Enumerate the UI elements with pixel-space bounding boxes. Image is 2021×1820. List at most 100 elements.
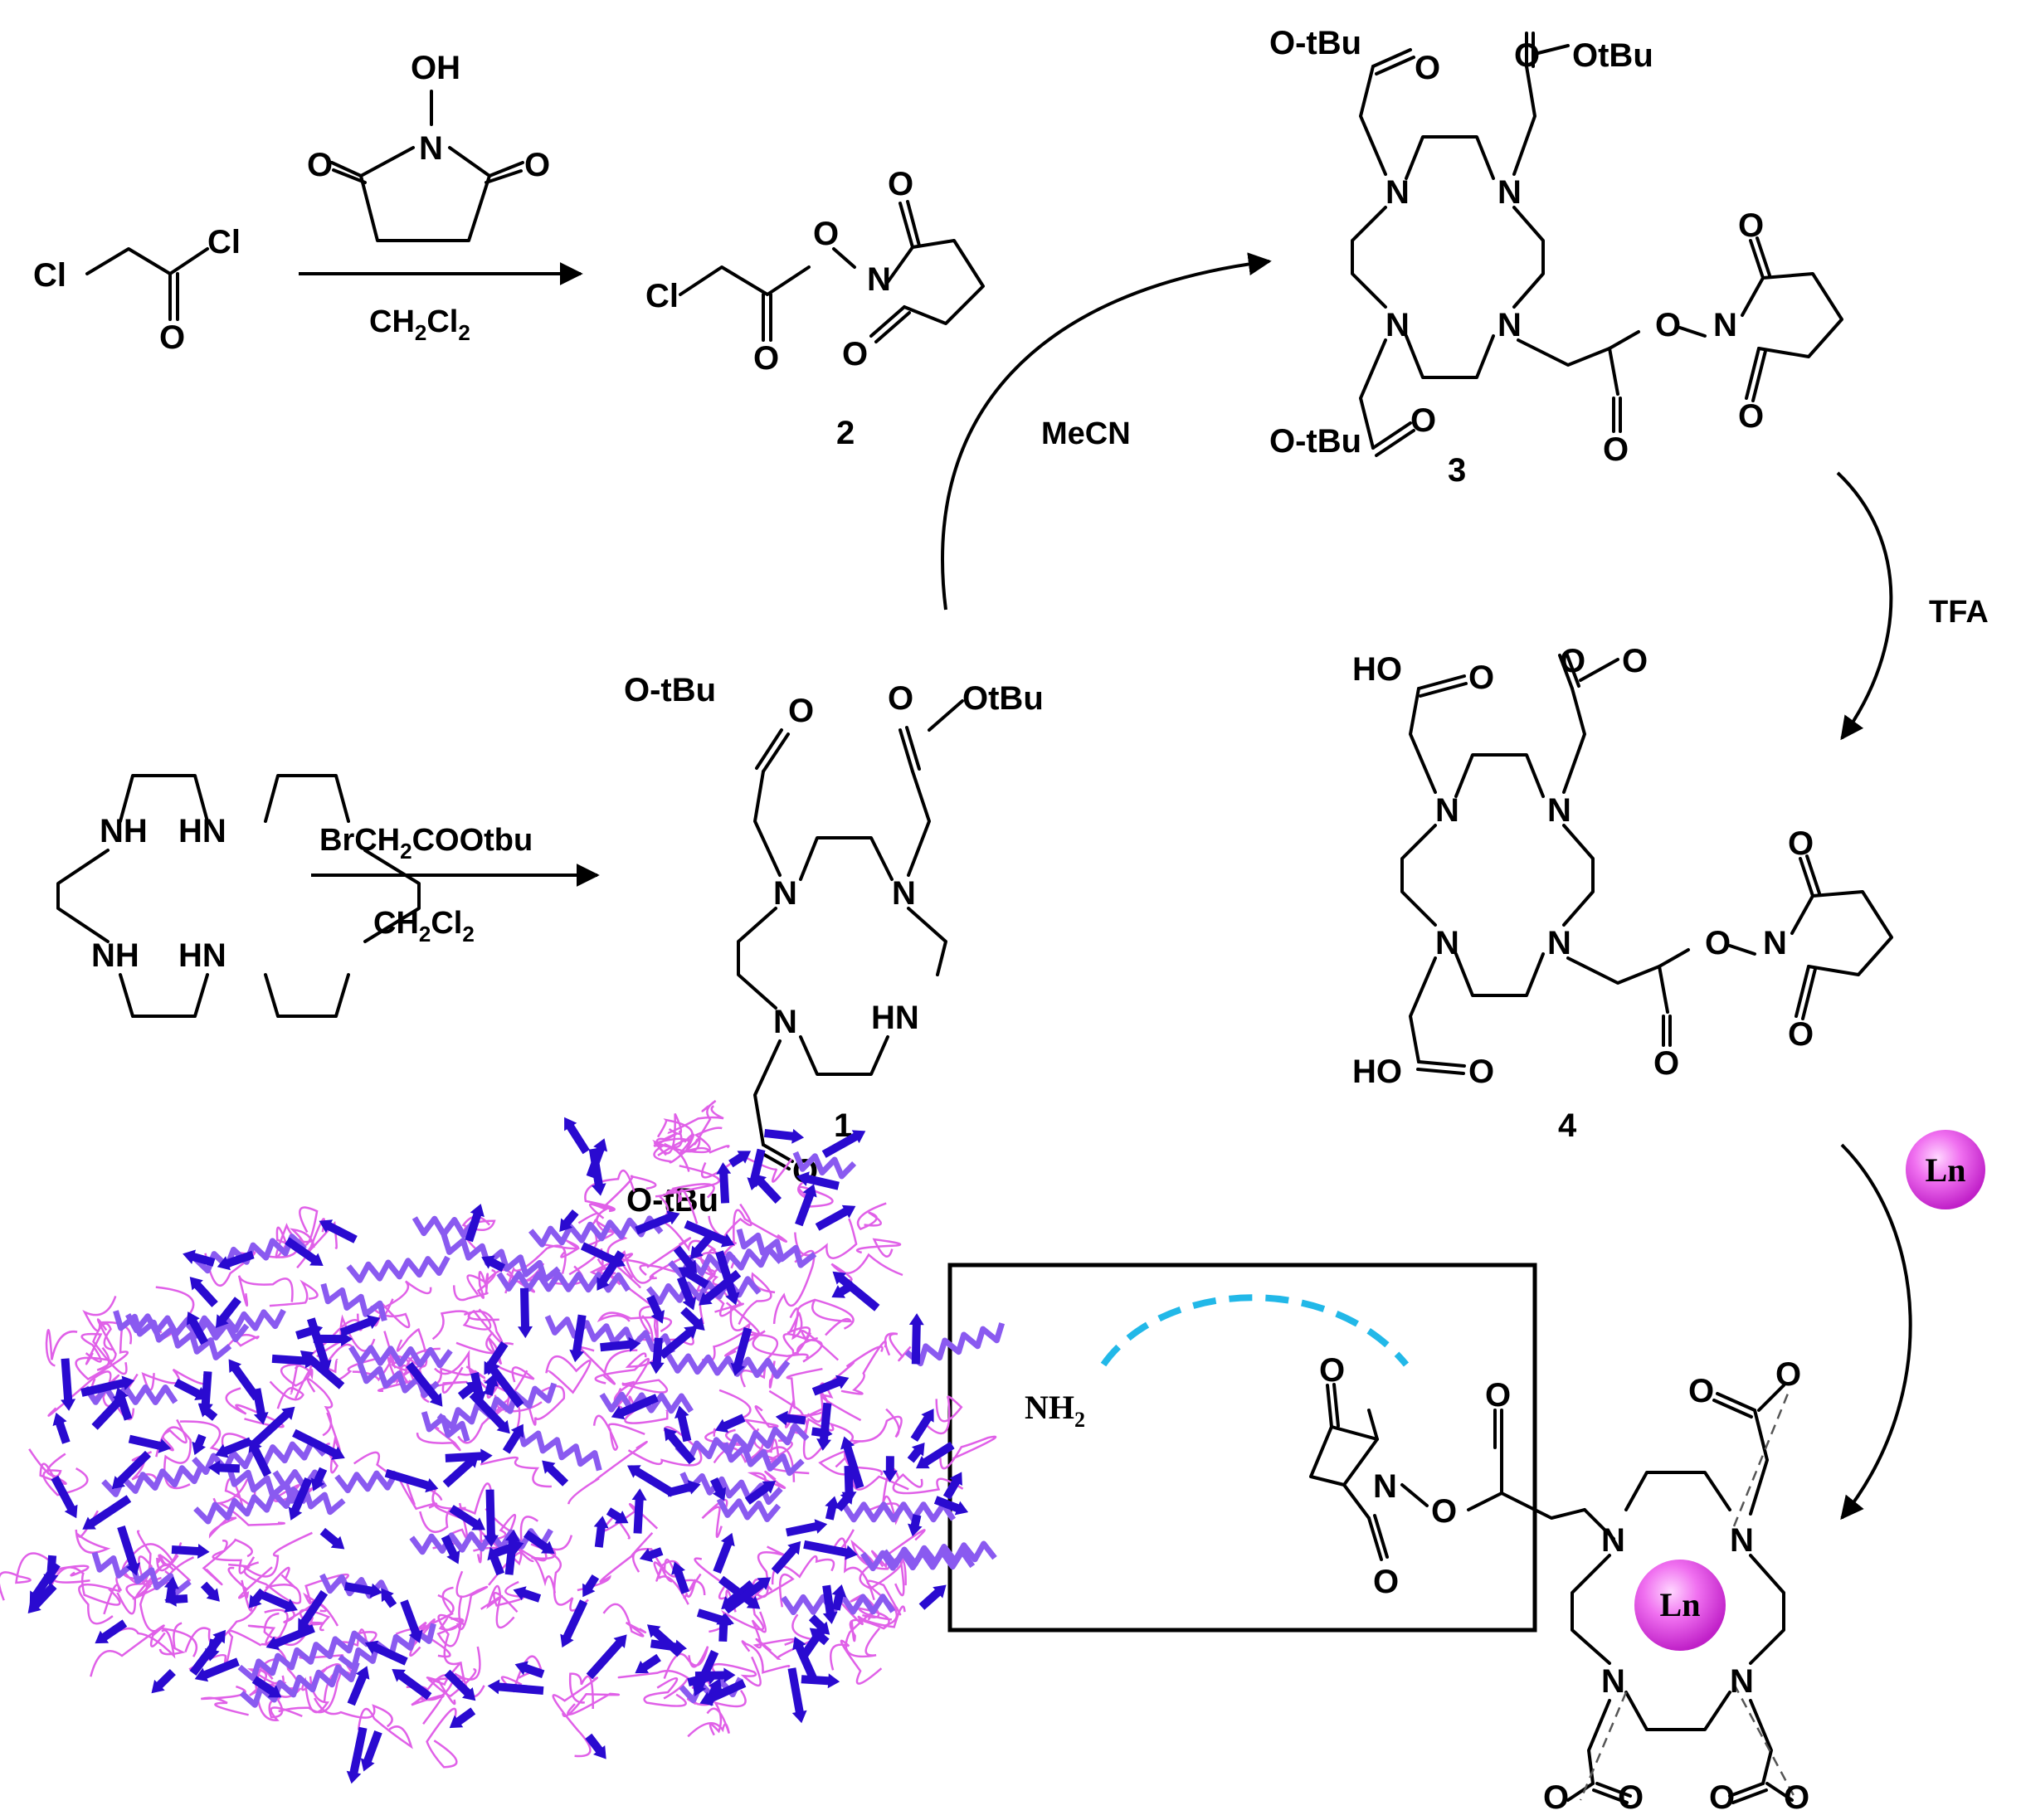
protein-ribbon-structure bbox=[0, 1099, 1006, 1784]
atom-o: O bbox=[888, 680, 913, 717]
coil-segment bbox=[694, 1099, 717, 1146]
coil-segment bbox=[530, 1543, 589, 1612]
helix-segment bbox=[421, 1411, 470, 1443]
coil-segment bbox=[687, 1707, 730, 1738]
beta-strand bbox=[815, 1204, 856, 1231]
beta-strand bbox=[631, 1488, 647, 1534]
atom-n: N bbox=[1373, 1468, 1397, 1505]
coil-segment bbox=[131, 1451, 158, 1482]
beta-strand bbox=[787, 1667, 807, 1724]
coil-segment bbox=[325, 1412, 341, 1474]
coil-segment bbox=[156, 1542, 183, 1572]
coil-segment bbox=[504, 1244, 567, 1294]
coil-segment bbox=[526, 1384, 566, 1426]
beta-strand bbox=[907, 1443, 925, 1463]
beta-strand bbox=[908, 1514, 923, 1537]
coil-segment bbox=[786, 1311, 840, 1361]
beta-strand bbox=[248, 1439, 272, 1477]
atom-o-tbu: O-tBu bbox=[624, 672, 716, 708]
helix-segment bbox=[237, 1630, 370, 1681]
beta-strand bbox=[192, 1433, 207, 1456]
coil-segment bbox=[724, 1330, 809, 1360]
beta-strand bbox=[582, 1574, 600, 1598]
coil-segment bbox=[263, 1608, 289, 1640]
beta-strand bbox=[714, 1414, 746, 1433]
coil-segment bbox=[747, 1470, 786, 1492]
beta-strand bbox=[635, 1653, 661, 1674]
atom-n: N bbox=[1713, 307, 1737, 343]
coil-segment bbox=[671, 1183, 715, 1224]
beta-strand bbox=[217, 1250, 255, 1271]
solvent-ch2cl2: CH2Cl2 bbox=[373, 906, 475, 946]
helix-segment bbox=[544, 1315, 675, 1354]
atom-o-tbu: O-tBu bbox=[1269, 25, 1361, 61]
coil-segment bbox=[592, 1414, 645, 1451]
atom-n: N bbox=[1385, 307, 1410, 343]
beta-strand bbox=[215, 1437, 252, 1458]
coil-segment bbox=[567, 1441, 648, 1505]
ln-ion-sphere bbox=[1906, 1130, 1985, 1209]
coil-segment bbox=[796, 1175, 834, 1209]
atom-o: O bbox=[1738, 207, 1764, 244]
beta-strand bbox=[445, 1448, 493, 1464]
coil-segment bbox=[96, 1318, 117, 1371]
beta-strand bbox=[723, 1577, 772, 1614]
coil-segment bbox=[652, 1112, 683, 1155]
coil-segment bbox=[455, 1570, 489, 1631]
coil-segment bbox=[562, 1692, 621, 1718]
atom-o: O bbox=[1709, 1779, 1735, 1816]
coil-segment bbox=[643, 1677, 687, 1707]
beta-strand bbox=[29, 1561, 61, 1604]
coil-segment bbox=[741, 1640, 791, 1674]
atom-o: O bbox=[1775, 1356, 1801, 1393]
coil-segment bbox=[718, 1389, 779, 1428]
helix-segment bbox=[436, 1382, 558, 1430]
atom-o: O bbox=[1688, 1373, 1714, 1409]
beta-strand bbox=[251, 1676, 282, 1698]
compound-3: O-tBu O O OtBu N N N N O O-tBu O N O O O… bbox=[1269, 25, 1843, 489]
coil-segment bbox=[552, 1676, 598, 1758]
reagent-tfa: TFA bbox=[1929, 595, 1989, 630]
coil-segment bbox=[655, 1560, 706, 1596]
beta-strand bbox=[699, 1269, 742, 1306]
coil-segment bbox=[463, 1309, 504, 1345]
helix-segment bbox=[792, 1151, 857, 1180]
atom-o: O bbox=[1622, 643, 1648, 679]
beta-strand bbox=[344, 1582, 383, 1599]
helix-segment bbox=[736, 1228, 817, 1268]
coil-segment bbox=[613, 1379, 669, 1409]
coil-segment bbox=[789, 1298, 816, 1341]
beta-strand bbox=[82, 1495, 132, 1530]
helix-segment bbox=[193, 1487, 309, 1525]
beta-strand bbox=[822, 1584, 838, 1624]
beta-strand bbox=[151, 1669, 176, 1694]
coil-segment bbox=[683, 1573, 702, 1599]
coil-segment bbox=[109, 1627, 176, 1659]
beta-strand bbox=[803, 1540, 858, 1560]
atom-o: O bbox=[307, 147, 333, 183]
beta-strand bbox=[163, 1576, 179, 1604]
atom-nh: NH bbox=[91, 937, 139, 974]
nhs-ester-fragment: O N O O O bbox=[1309, 1352, 1586, 1600]
beta-strand bbox=[933, 1496, 969, 1516]
beta-strand bbox=[569, 1314, 587, 1363]
helix-segment bbox=[645, 1276, 762, 1305]
compound-1: O-tBu O O OtBu N N N HN O O-tBu 1 bbox=[624, 672, 1044, 1219]
atom-o: O bbox=[1705, 925, 1731, 961]
conjugation-box bbox=[947, 1263, 1537, 1633]
beta-strand bbox=[441, 1535, 460, 1565]
coil-segment bbox=[427, 1667, 477, 1697]
beta-strand bbox=[678, 1267, 709, 1289]
coil-segment bbox=[80, 1332, 103, 1365]
coil-segment bbox=[577, 1531, 654, 1592]
beta-strand bbox=[597, 1250, 626, 1291]
beta-strand bbox=[792, 1636, 817, 1681]
helix-segment bbox=[412, 1215, 477, 1238]
beta-strand bbox=[502, 1423, 524, 1454]
atom-o: O bbox=[1653, 1045, 1679, 1082]
beta-strand bbox=[310, 1467, 328, 1492]
atom-o-tbu: O-tBu bbox=[1269, 423, 1361, 460]
beta-strand bbox=[194, 1657, 240, 1682]
beta-strand bbox=[542, 1460, 569, 1487]
beta-strand bbox=[835, 1491, 854, 1512]
